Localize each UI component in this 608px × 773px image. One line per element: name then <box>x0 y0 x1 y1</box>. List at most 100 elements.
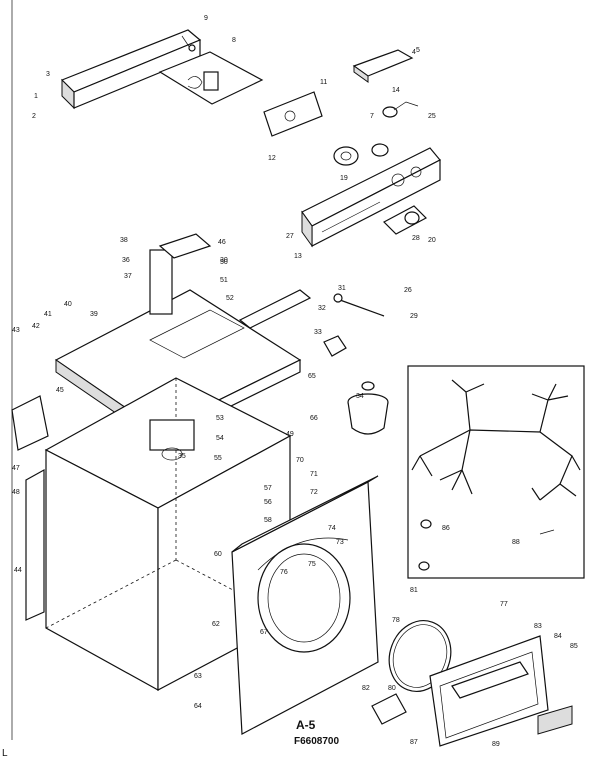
callout-62: 62 <box>212 621 220 628</box>
callout-46: 46 <box>218 239 226 246</box>
callout-75: 75 <box>308 561 316 568</box>
callout-51: 51 <box>220 277 228 284</box>
timer-knob <box>333 101 419 166</box>
bracket-53 <box>149 419 195 451</box>
callout-82: 82 <box>362 685 370 692</box>
callout-31: 31 <box>338 285 346 292</box>
callout-25: 25 <box>428 113 436 120</box>
callout-42: 42 <box>32 323 40 330</box>
callout-47: 47 <box>12 465 20 472</box>
console-backsplash <box>60 29 202 110</box>
callout-64: 64 <box>194 703 202 710</box>
side-panel-left <box>11 395 49 621</box>
callout-33: 33 <box>314 329 322 336</box>
callout-35: 35 <box>178 453 186 460</box>
callout-14: 14 <box>392 87 400 94</box>
callout-86: 86 <box>442 525 450 532</box>
callout-40: 40 <box>64 301 72 308</box>
callout-55: 55 <box>214 455 222 462</box>
callout-81: 81 <box>410 587 418 594</box>
callout-7: 7 <box>370 113 374 120</box>
callout-54: 54 <box>216 435 224 442</box>
callout-2: 2 <box>32 113 36 120</box>
callout-34: 34 <box>356 393 364 400</box>
door <box>429 635 573 747</box>
callout-12: 12 <box>268 155 276 162</box>
inset-frame <box>407 365 585 579</box>
callout-5: 5 <box>416 47 420 54</box>
callout-53: 53 <box>216 415 224 422</box>
callout-70: 70 <box>296 457 304 464</box>
console-panel <box>301 147 441 248</box>
callout-56: 56 <box>264 499 272 506</box>
page-reference: A-5 <box>296 718 316 732</box>
door-gasket <box>388 620 452 692</box>
callout-77: 77 <box>500 601 508 608</box>
callout-60: 60 <box>214 551 222 558</box>
callout-78: 78 <box>392 617 400 624</box>
callout-84: 84 <box>554 633 562 640</box>
callout-30: 30 <box>220 257 228 264</box>
door-latch <box>371 693 407 725</box>
callout-37: 37 <box>124 273 132 280</box>
callout-58: 58 <box>264 517 272 524</box>
callout-88: 88 <box>512 539 520 546</box>
callout-72: 72 <box>310 489 318 496</box>
callout-39: 39 <box>90 311 98 318</box>
callout-28: 28 <box>412 235 420 242</box>
callout-44: 44 <box>14 567 22 574</box>
callout-50: 50 <box>220 259 228 266</box>
callout-19: 19 <box>340 175 348 182</box>
callout-13: 13 <box>294 253 302 260</box>
callout-41: 41 <box>44 311 52 318</box>
callout-8: 8 <box>232 37 236 44</box>
bracket-33 <box>323 335 347 357</box>
front-panel <box>231 475 379 735</box>
callout-85: 85 <box>570 643 578 650</box>
callout-27: 27 <box>286 233 294 240</box>
top-right-trim <box>352 49 414 83</box>
callout-57: 57 <box>264 485 272 492</box>
harness-inset <box>407 365 585 579</box>
callout-74: 74 <box>328 525 336 532</box>
lid-bracket <box>149 233 212 315</box>
knob-28 <box>383 205 427 235</box>
callout-87: 87 <box>410 739 418 746</box>
diagram-code: F6608700 <box>294 736 340 747</box>
hose-31 <box>333 293 385 317</box>
callout-66: 66 <box>310 415 318 422</box>
lid-switch <box>238 289 312 329</box>
callout-49: 49 <box>286 431 294 438</box>
callout-20: 20 <box>428 237 436 244</box>
callout-89: 89 <box>492 741 500 748</box>
callout-83: 83 <box>534 623 542 630</box>
callout-9: 9 <box>204 15 208 22</box>
callout-71: 71 <box>310 471 318 478</box>
callout-65: 65 <box>308 373 316 380</box>
callout-43: 43 <box>12 327 20 334</box>
callout-36: 36 <box>122 257 130 264</box>
callout-48: 48 <box>12 489 20 496</box>
callout-73: 73 <box>336 539 344 546</box>
callout-80: 80 <box>388 685 396 692</box>
callout-38: 38 <box>120 237 128 244</box>
timer-plate <box>263 91 323 137</box>
callout-52: 52 <box>226 295 234 302</box>
callout-11: 11 <box>320 79 327 86</box>
callout-45: 45 <box>56 387 64 394</box>
callout-1: 1 <box>34 93 38 100</box>
edge-mark: L <box>2 748 8 759</box>
callout-63: 63 <box>194 673 202 680</box>
callout-29: 29 <box>410 313 418 320</box>
callout-76: 76 <box>280 569 288 576</box>
callout-4: 4 <box>412 49 416 56</box>
callout-26: 26 <box>404 287 412 294</box>
callout-3: 3 <box>46 71 50 78</box>
callout-67: 67 <box>260 629 268 636</box>
switch-bracket <box>158 51 264 105</box>
filter-34 <box>347 381 389 435</box>
callout-32: 32 <box>318 305 326 312</box>
